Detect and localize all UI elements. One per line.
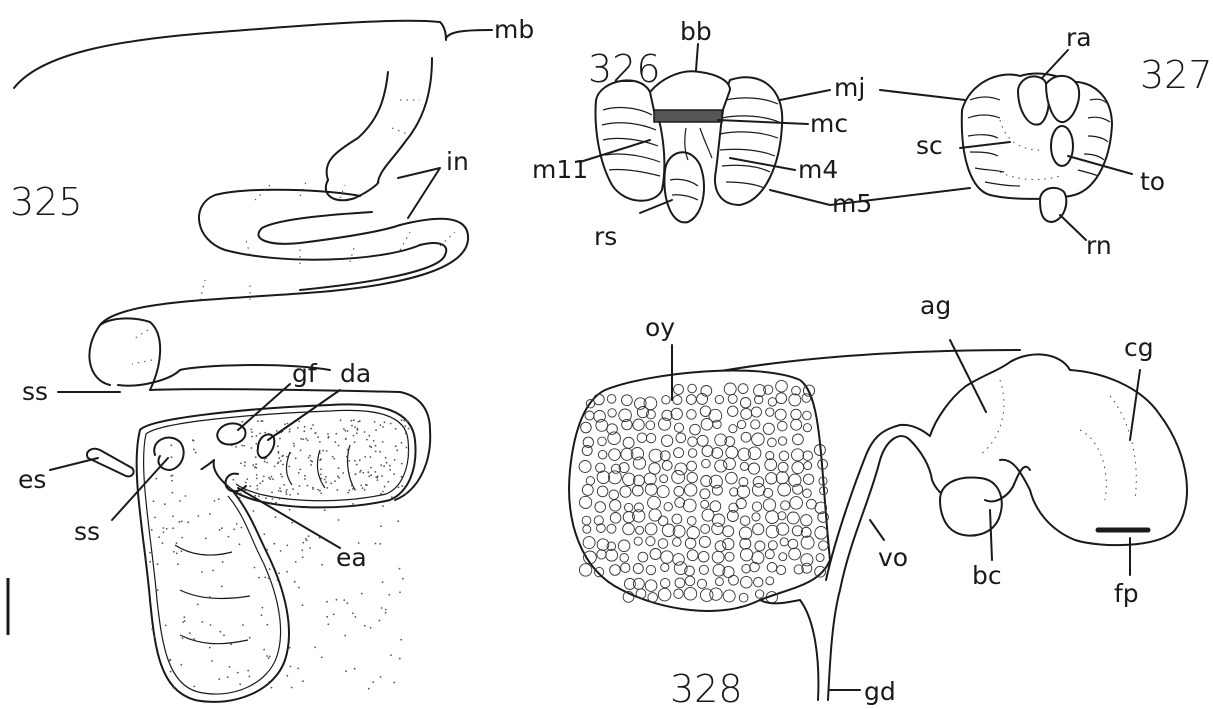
label-mc: mc <box>810 109 848 138</box>
label-to: to <box>1140 167 1165 196</box>
label-gastric-fold: gf <box>292 359 318 388</box>
tongue-oval <box>1051 126 1073 166</box>
label-capsule-gland: cg <box>1124 333 1154 362</box>
label-mj: mj <box>834 73 865 102</box>
label-gonoduct: gd <box>864 677 896 706</box>
label-albumen-gland: ag <box>920 291 951 320</box>
label-digestive-aperture: da <box>340 359 371 388</box>
label-intestine: in <box>446 147 469 176</box>
esophagus-stub <box>87 449 134 477</box>
figure-number-325: 325 <box>10 180 83 224</box>
label-visceral-oviduct: vo <box>878 543 908 572</box>
label-radular-sac: rs <box>594 222 617 251</box>
mantle-border-line <box>14 21 446 88</box>
label-esophageal-aperture: ea <box>336 543 367 572</box>
label-m5: m5 <box>832 189 872 218</box>
intestine-loop-2 <box>199 190 420 260</box>
label-female-pore: fp <box>1114 579 1139 608</box>
label-rn: rn <box>1086 231 1112 260</box>
label-ovary: oy <box>645 313 675 342</box>
label-ra: ra <box>1066 23 1092 52</box>
label-esophagus: es <box>18 465 46 494</box>
label-bursa-copulatrix: bc <box>972 561 1002 590</box>
label-buccal-bulb: bb <box>680 17 712 46</box>
median-cartilage-bar <box>654 110 722 122</box>
label-style-sac-upper: ss <box>22 377 48 406</box>
label-sc: sc <box>916 131 943 160</box>
label-m4: m4 <box>798 155 838 184</box>
figure-325-digestive-system: 325 mb in ss gf da es ss ea <box>8 15 534 702</box>
esophagus-tube <box>327 72 388 180</box>
label-m11: m11 <box>532 155 588 184</box>
figure-number-328: 328 <box>670 667 743 709</box>
label-style-sac-lower: ss <box>74 517 100 546</box>
bursa-copulatrix <box>940 477 1002 535</box>
gonoduct <box>800 600 818 700</box>
figure-number-326: 326 <box>588 47 661 91</box>
label-mantle-border: mb <box>494 15 534 44</box>
figure-number-327: 327 <box>1140 53 1213 97</box>
radular-sac <box>664 152 704 222</box>
figure-328-reproductive-system: 328 oy ag cg vo bc fp gd <box>569 291 1187 709</box>
intestine-loop-1 <box>326 180 378 200</box>
figure-327-odontophore-ventral: 327 ra sc to m5 rn <box>770 23 1213 260</box>
figure-326-odontophore-dorsal: 326 bb mj mc m11 m4 rs <box>532 17 865 251</box>
